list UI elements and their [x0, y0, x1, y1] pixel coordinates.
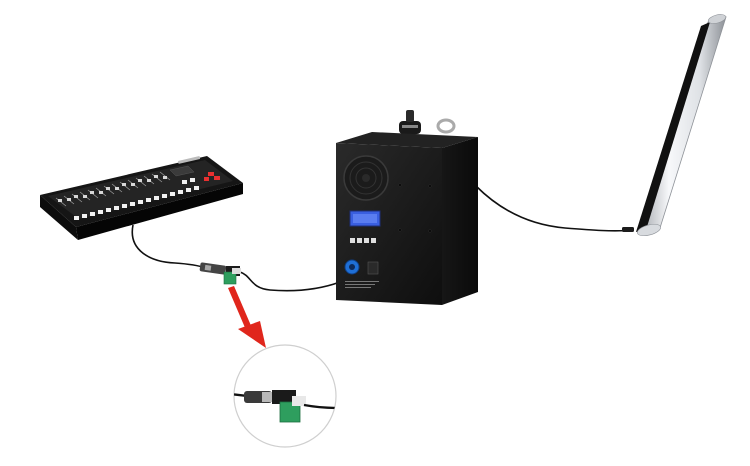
- connector-detail-inset: [233, 344, 337, 448]
- signal-connector: [199, 262, 241, 285]
- light-tube: [622, 14, 727, 237]
- cable-console-to-connector: [131, 224, 207, 269]
- cable-driver-to-tube: [475, 185, 633, 232]
- dmx-console: [40, 156, 243, 240]
- cable-connector-to-driver: [239, 271, 341, 292]
- zoom-arrow: [228, 286, 266, 348]
- tube-cable-plug: [622, 227, 634, 232]
- hanging-hardware: [399, 110, 456, 134]
- box-buttons: [350, 238, 376, 243]
- tube-end-cap: [637, 223, 661, 237]
- cables: [131, 185, 633, 292]
- powercon-socket-icon: [344, 259, 360, 275]
- data-socket: [367, 261, 379, 275]
- console-display: [169, 165, 195, 177]
- power-driver-box: [336, 110, 478, 305]
- console-red-keys: [204, 172, 220, 181]
- fan-icon: [343, 155, 389, 201]
- console-buttons: [74, 178, 199, 220]
